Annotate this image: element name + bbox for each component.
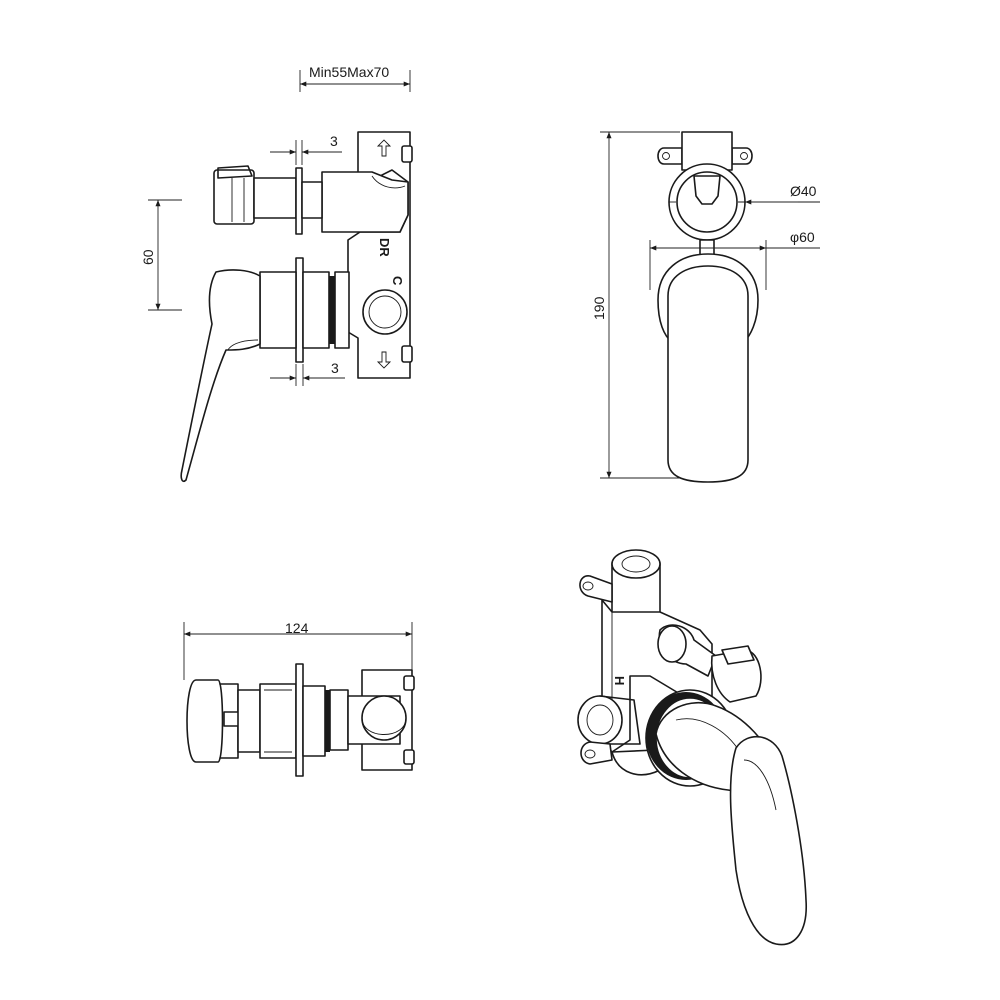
isometric-view: H bbox=[577, 549, 807, 946]
diverter-marking: DR bbox=[377, 238, 392, 257]
main-flange bbox=[295, 257, 304, 363]
cold-marking: C bbox=[390, 276, 405, 286]
flange-gap-top-dimension: 3 bbox=[270, 133, 342, 165]
handle-knob-top bbox=[186, 679, 224, 763]
iso-lever-handle bbox=[729, 735, 807, 946]
diverter-spindle bbox=[253, 177, 297, 219]
inner-diameter-label: Ø40 bbox=[790, 183, 817, 199]
sleeve-top bbox=[302, 685, 326, 757]
hot-marking: H bbox=[612, 676, 627, 685]
seat-top bbox=[329, 689, 349, 751]
cartridge-cover-top bbox=[237, 689, 261, 753]
flange-gap-top-label: 3 bbox=[330, 133, 338, 149]
lever-handle-front bbox=[667, 265, 749, 483]
top-view: 124 bbox=[183, 620, 415, 777]
upper-mounting-tab bbox=[401, 145, 413, 163]
overall-height-label: 190 bbox=[591, 296, 607, 320]
handle-offset-dimension: 60 bbox=[140, 199, 182, 311]
lower-mounting-tab bbox=[401, 345, 413, 363]
depth-range-label: Min55Max70 bbox=[309, 64, 389, 80]
flange-gap-bottom-label: 3 bbox=[331, 360, 339, 376]
iso-diverter-knob bbox=[710, 649, 762, 703]
left-mounting-ear bbox=[657, 147, 683, 165]
o-ring-top bbox=[325, 690, 330, 752]
main-cartridge-cover bbox=[259, 271, 297, 349]
right-mounting-ear bbox=[731, 147, 753, 165]
outlet-top bbox=[361, 695, 407, 741]
overall-height-dimension: 190 bbox=[591, 131, 680, 479]
arrow-down-icon bbox=[376, 351, 392, 369]
outer-diameter-label: φ60 bbox=[790, 229, 815, 245]
o-ring bbox=[329, 276, 335, 344]
depth-range-dimension: Min55Max70 bbox=[299, 64, 411, 92]
flange-top bbox=[295, 663, 304, 777]
iso-left-outlet bbox=[577, 695, 623, 745]
handle-offset-label: 60 bbox=[140, 249, 156, 265]
flange-gap-bottom-dimension: 3 bbox=[270, 360, 345, 386]
overall-depth-label: 124 bbox=[285, 620, 309, 636]
cartridge-body-top bbox=[259, 683, 297, 759]
arrow-up-icon bbox=[376, 139, 392, 157]
front-view: 190 Ø40 φ60 bbox=[591, 131, 820, 483]
cartridge-seat bbox=[334, 271, 350, 349]
diverter-slot bbox=[693, 175, 721, 205]
outlet-port bbox=[362, 289, 408, 335]
lever-handle-side bbox=[180, 269, 261, 483]
iso-ear-bottom bbox=[580, 741, 613, 765]
side-view: Min55Max70 C DR bbox=[140, 64, 413, 483]
diverter-sleeve bbox=[301, 181, 323, 219]
overall-depth-dimension: 124 bbox=[183, 620, 413, 680]
iso-ear-top bbox=[579, 575, 613, 603]
diverter-housing bbox=[321, 171, 409, 233]
diverter-flange bbox=[295, 167, 303, 235]
outer-diameter-dimension: φ60 bbox=[649, 229, 820, 290]
main-cartridge-sleeve bbox=[302, 271, 330, 349]
